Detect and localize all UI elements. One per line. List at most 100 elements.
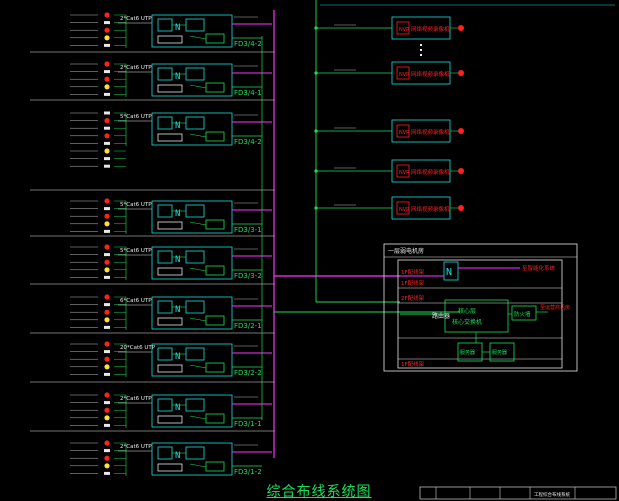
outlet-icon bbox=[104, 229, 110, 233]
floor-id-label: FD3/2-2 bbox=[234, 369, 262, 377]
title-block-label: 工程综合布线系统 bbox=[534, 491, 570, 498]
floor-distribution-frame bbox=[151, 442, 233, 476]
outlet-icon bbox=[104, 111, 110, 115]
rack-label-box bbox=[157, 415, 183, 424]
outlet-icon bbox=[104, 356, 110, 362]
server-label: 服务器 bbox=[460, 349, 475, 356]
floor-id-label: FD3/1-1 bbox=[234, 420, 262, 428]
recorder-tag: NVR bbox=[399, 130, 410, 136]
outlet-icon bbox=[104, 84, 110, 90]
patch-symbol-icon: N bbox=[175, 72, 180, 82]
patch-symbol-icon: N bbox=[175, 451, 180, 461]
camera-node-icon bbox=[458, 70, 464, 76]
recorder-tag: NVR bbox=[399, 27, 410, 33]
title-block-frame bbox=[419, 486, 617, 500]
outlet-icon bbox=[104, 213, 110, 219]
cable-spec-label: 5*Cat6 UTP bbox=[120, 114, 152, 120]
outlet-icon bbox=[104, 440, 110, 446]
floor-switch-icon bbox=[205, 315, 225, 326]
router-label: 路由器 bbox=[432, 312, 450, 320]
patch-cord bbox=[189, 317, 207, 322]
outlet-icon bbox=[104, 164, 110, 168]
outlet-icon bbox=[104, 294, 110, 300]
equipment-room-layer: 一层弱电机房1F配线架至智能化系统1F配线架2F配线架1F配线架N核心层核心交换… bbox=[383, 243, 578, 372]
outlet-icon bbox=[104, 267, 110, 273]
rack-label-box bbox=[157, 35, 183, 44]
equipment-room-frame bbox=[383, 243, 578, 372]
floor-id-label: FD3/4-2 bbox=[234, 138, 262, 146]
outlet-icon bbox=[104, 207, 110, 211]
outlet-icon bbox=[104, 198, 110, 204]
outlet-icon bbox=[104, 407, 110, 413]
continuation-dot-icon bbox=[420, 44, 422, 46]
outlet-icon bbox=[104, 455, 110, 461]
rack-row-label: 1F配线架 bbox=[401, 360, 425, 368]
core-switch-label: 核心层 bbox=[458, 307, 476, 315]
outlet-icon bbox=[104, 303, 110, 307]
floor-id-label: FD3/4-2 bbox=[234, 40, 262, 48]
recorder-label: 网络视频录像机 bbox=[411, 168, 450, 176]
junction-dot-icon bbox=[314, 71, 318, 75]
cable-spec-label: 2*Cat6 UTP bbox=[120, 16, 152, 22]
firewall-box bbox=[511, 305, 537, 321]
rack-label-box bbox=[157, 364, 183, 373]
floor-switch-icon bbox=[205, 362, 225, 373]
outlet-icon bbox=[104, 423, 110, 427]
rack-label-box bbox=[157, 221, 183, 230]
recorder-label: 网络视频录像机 bbox=[411, 70, 450, 78]
floor-distribution-frame bbox=[151, 200, 233, 234]
outlet-icon bbox=[104, 471, 110, 475]
rack-row-destination: 至智能化系统 bbox=[522, 264, 556, 272]
outlet-icon bbox=[104, 70, 110, 74]
recorder-tag: NVR bbox=[399, 207, 410, 213]
patch-cord bbox=[189, 463, 207, 468]
outlet-icon bbox=[104, 21, 110, 25]
outlet-icon bbox=[104, 126, 110, 130]
rack-label-box bbox=[157, 267, 183, 276]
outlet-icon bbox=[104, 317, 110, 323]
floor-switch-icon bbox=[205, 461, 225, 472]
floor-switch-icon bbox=[205, 413, 225, 424]
outlet-icon bbox=[104, 364, 110, 370]
junction-dot-icon bbox=[314, 26, 318, 30]
outlet-icon bbox=[104, 141, 110, 145]
outlet-icon bbox=[104, 253, 110, 257]
patch-symbol-icon: N bbox=[175, 121, 180, 131]
camera-node-icon bbox=[458, 128, 464, 134]
outlet-icon bbox=[104, 118, 110, 124]
patch-cord bbox=[189, 415, 207, 420]
equipment-room-header: 一层弱电机房 bbox=[388, 247, 424, 255]
patch-cord bbox=[189, 364, 207, 369]
outlet-icon bbox=[104, 35, 110, 41]
outlet-icon bbox=[104, 92, 110, 96]
recorder-icon bbox=[396, 164, 410, 178]
floor-distribution-frame bbox=[151, 246, 233, 280]
outlet-icon bbox=[104, 449, 110, 453]
junction-dot-icon bbox=[314, 129, 318, 133]
recorder-icon bbox=[396, 66, 410, 80]
recorder-icon bbox=[396, 21, 410, 35]
outlet-icon bbox=[104, 148, 110, 154]
patch-symbol-icon: N bbox=[175, 305, 180, 315]
patch-cord bbox=[189, 221, 207, 226]
patch-symbol-icon: N bbox=[175, 403, 180, 413]
recorder-tag: NVR bbox=[399, 72, 410, 78]
floor-distribution-frame bbox=[151, 14, 233, 48]
cable-spec-label: 6*Cat6 UTP bbox=[120, 298, 152, 304]
patch-cord bbox=[189, 133, 207, 138]
core-switch-box bbox=[444, 299, 509, 333]
recorder-icon bbox=[396, 201, 410, 215]
outlet-icon bbox=[104, 350, 110, 354]
floor-panel: 5*Cat6 UTP N FD3/4-2 bbox=[70, 111, 272, 168]
rack-label-box bbox=[157, 317, 183, 326]
floor-distribution-frame bbox=[151, 343, 233, 377]
patch-symbol-icon: N bbox=[446, 267, 452, 278]
outlet-icon bbox=[104, 325, 110, 329]
server-label: 服务器 bbox=[492, 349, 507, 356]
outlet-icon bbox=[104, 12, 110, 18]
